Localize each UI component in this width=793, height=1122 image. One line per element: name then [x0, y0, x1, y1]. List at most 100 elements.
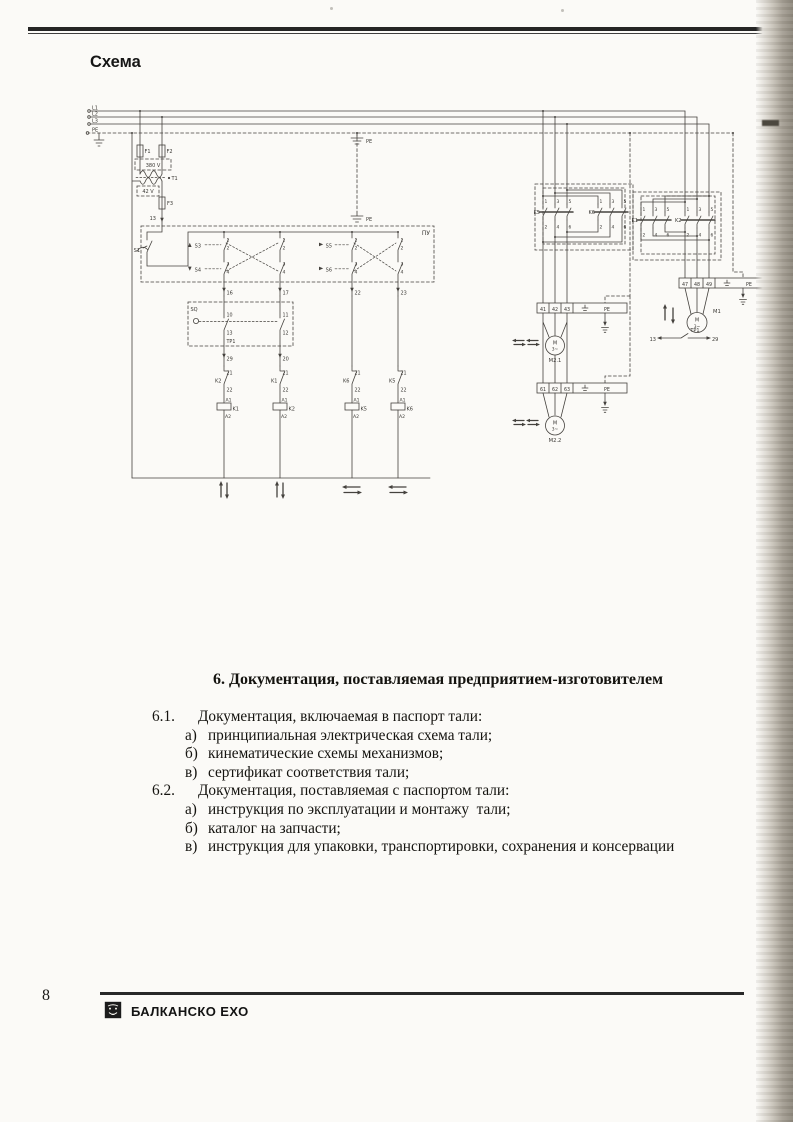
schematic-label: L2 — [92, 112, 98, 118]
schematic-label: 49 — [706, 282, 712, 288]
contactor-coil-branches — [131, 295, 431, 479]
documentation-list: 6.1.Документация, включаемая в паспорт т… — [152, 708, 737, 857]
schematic-label: 29 — [227, 357, 233, 363]
thermal-contact-tp1 — [658, 333, 710, 339]
list-subitem: а)инструкция по эксплуатации и монтажу т… — [185, 801, 737, 820]
schematic-label: K5 — [389, 379, 395, 385]
subitem-letter: а) — [185, 800, 197, 818]
button-arrow-down-icon — [188, 266, 192, 271]
schematic-label: 2 — [401, 246, 404, 252]
schematic-label: 48 — [694, 282, 700, 288]
schematic-label: A2 — [353, 414, 359, 420]
top-rule-thin — [28, 32, 785, 34]
list-subitem: б)кинематические схемы механизмов; — [185, 745, 737, 764]
schematic-label: K2 — [215, 379, 221, 385]
list-subitem: б)каталог на запчасти; — [185, 820, 737, 839]
pendant-control-box — [136, 225, 435, 297]
schematic-label: 21 — [283, 371, 289, 377]
subitem-text: принципиальная электрическая схема тали; — [208, 726, 493, 744]
schematic-label: 4 — [655, 233, 658, 239]
schematic-label: 13 — [650, 337, 656, 343]
schematic-label: 23 — [401, 291, 407, 297]
schematic-label: 47 — [682, 282, 688, 288]
list-subitem: а)принципиальная электрическая схема тал… — [185, 727, 737, 746]
pe-glyph-icon — [581, 384, 589, 391]
schematic-label: 4 — [227, 270, 230, 276]
pe-ground-icon — [350, 211, 364, 223]
schematic-label: 4 — [557, 225, 560, 231]
section-title: 6. Документация, поставляемая предприяти… — [213, 671, 663, 688]
coil-k1 — [216, 402, 232, 411]
schematic-label: PE — [92, 128, 98, 134]
schematic-label: 62 — [552, 387, 558, 393]
schematic-label: 1 — [643, 207, 646, 213]
schematic-label: 3 — [612, 199, 615, 205]
schematic-label: M1 — [713, 309, 721, 315]
page-number: 8 — [42, 987, 50, 1004]
item-number: 6.2. — [152, 782, 175, 800]
schematic-label: S4 — [195, 268, 201, 274]
schematic-label: S5 — [326, 244, 332, 250]
schematic-label: 16 — [227, 291, 233, 297]
schematic-label: 3~ — [694, 324, 701, 330]
schematic-label: 43 — [564, 307, 570, 313]
schematic-label: 6 — [624, 225, 627, 231]
schematic-label: 63 — [564, 387, 570, 393]
schematic-label: A2 — [281, 414, 287, 420]
schematic-label: 380 V — [146, 163, 161, 169]
schematic-label: 4 — [699, 233, 702, 239]
button-arrow-right-icon — [319, 266, 324, 271]
schematic-label: K1 — [233, 407, 239, 413]
schematic-label: M — [553, 421, 557, 427]
coil-k5 — [344, 402, 360, 411]
limit-switch-box — [187, 295, 294, 367]
schematic-label: 17 — [283, 291, 289, 297]
schematic-label: 6 — [667, 233, 670, 239]
hoist-arrows-icon — [663, 304, 675, 324]
schematic-label: 1 — [545, 199, 548, 205]
schematic-label: A1 — [400, 398, 406, 404]
button-arrow-up-icon — [188, 242, 192, 247]
schematic-label: S3 — [195, 244, 201, 250]
schematic-label: 13 — [227, 331, 233, 337]
schematic-label: 6 — [569, 225, 572, 231]
schematic-label: 3~ — [552, 347, 559, 353]
subitem-letter: б) — [185, 745, 198, 763]
page-edge-shadow — [756, 0, 793, 1122]
schematic-label: 1 — [283, 238, 286, 244]
coil-k2 — [272, 402, 288, 411]
schematic-label: 3~ — [552, 427, 559, 433]
scan-speck — [561, 9, 564, 12]
schematic-label: PE — [746, 282, 752, 288]
ground-icon — [601, 327, 609, 333]
list-subitem: в)инструкция для упаковки, транспортиров… — [185, 838, 737, 857]
schematic-label: PE — [366, 139, 372, 145]
hoist-contactor-bank — [632, 110, 770, 340]
schematic-label: TP1 — [226, 339, 236, 345]
ground-icon — [739, 299, 747, 305]
balkansko-eho-logo-icon — [104, 1001, 122, 1019]
schematic-label: F2 — [167, 149, 173, 155]
schematic-label: 4 — [401, 270, 404, 276]
schematic-label: K5 — [361, 407, 367, 413]
schematic-label: A1 — [226, 398, 232, 404]
power-bus — [85, 109, 744, 384]
schematic-label: A1 — [354, 398, 360, 404]
schematic-label: M2.2 — [549, 438, 562, 444]
control-transformer-branch — [131, 110, 172, 479]
transformer-t1-primary — [139, 170, 163, 178]
schematic-label: 4 — [355, 270, 358, 276]
item-text: Документация, включаемая в паспорт тали: — [198, 708, 483, 725]
button-arrow-right-icon — [319, 242, 324, 247]
schematic-label: K2 — [675, 218, 681, 224]
schematic-label: 2 — [600, 225, 603, 231]
schematic-label: A2 — [399, 414, 405, 420]
schematic-label: T1 — [171, 176, 178, 182]
schematic-label: K6 — [589, 210, 595, 216]
travel-arrows-icon — [512, 418, 540, 427]
schematic-label: K1 — [632, 218, 638, 224]
brand-name: БАЛКАНСКО ЕХО — [131, 1004, 249, 1019]
coil-k6 — [390, 402, 406, 411]
scan-speck — [330, 7, 333, 10]
schematic-label: 3 — [283, 262, 286, 268]
